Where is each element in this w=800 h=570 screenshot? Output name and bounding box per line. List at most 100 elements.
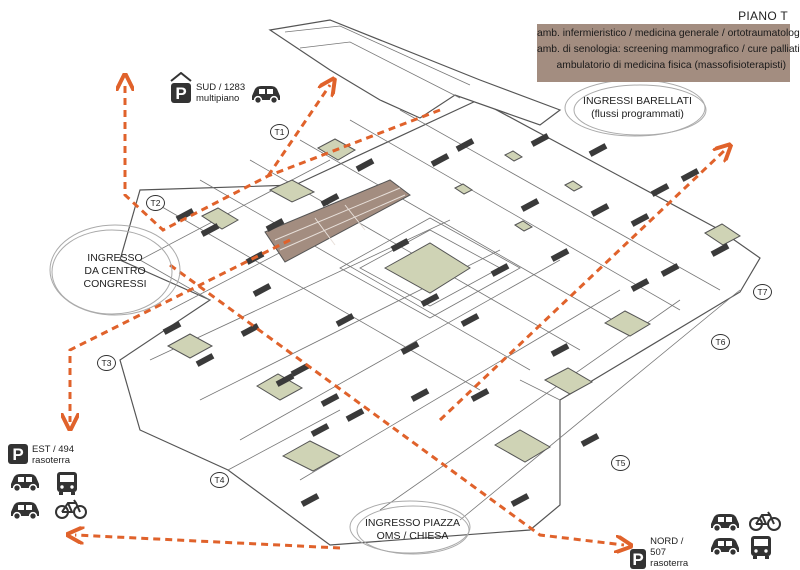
arrow-stretcher-entry	[438, 150, 725, 422]
service-core	[588, 143, 608, 157]
service-line-2: amb. di senologia: screening mammografic…	[537, 44, 800, 55]
bicycle-icon	[749, 511, 781, 531]
service-core	[520, 198, 540, 212]
congress-entrance-label: INGRESSO DA CENTRO CONGRESSI	[83, 252, 147, 290]
service-core	[320, 393, 340, 407]
courtyard-north-wing	[268, 179, 316, 203]
tower-label-t6: T6	[711, 334, 730, 350]
courtyard-east-wing	[543, 367, 594, 395]
service-core	[630, 213, 650, 227]
service-core	[550, 248, 570, 262]
service-core	[455, 138, 475, 152]
courtyard-t4	[281, 440, 342, 472]
service-line-1: amb. infermieristico / medicina generale…	[537, 28, 800, 39]
bus-icon	[57, 472, 77, 495]
service-core	[430, 153, 450, 167]
wall-line	[199, 179, 531, 371]
service-core	[580, 433, 600, 447]
service-core	[162, 321, 182, 335]
wall-line	[227, 409, 341, 471]
tower-label-t4: T4	[210, 472, 229, 488]
service-core	[650, 183, 670, 197]
piazza-entrance-label: INGRESSO PIAZZA OMS / CHIESA	[364, 517, 461, 542]
service-core	[195, 353, 215, 367]
service-core	[460, 313, 480, 327]
service-core	[400, 341, 420, 355]
service-core	[345, 408, 365, 422]
service-core	[710, 243, 730, 257]
floor-title: PIANO T	[738, 9, 788, 23]
courtyard-t6	[603, 310, 652, 337]
tower-label-t7: T7	[753, 284, 772, 300]
parking-sign: P	[630, 549, 647, 569]
service-core	[240, 323, 260, 337]
service-core	[630, 278, 650, 292]
arrow-north-parking	[169, 263, 624, 545]
wall-line	[519, 379, 561, 401]
service-core	[320, 193, 340, 207]
parking-south-type: multipiano	[196, 93, 240, 104]
service-core	[530, 133, 550, 147]
bicycle-icon	[55, 499, 87, 519]
wall-line	[349, 119, 681, 311]
wall-line	[299, 139, 631, 331]
tower-label-t5: T5	[611, 455, 630, 471]
arrow-south-parking	[125, 82, 441, 232]
service-core	[290, 363, 310, 377]
service-core	[590, 203, 610, 217]
parking-south: P SUD / 1283 multipiano	[170, 72, 283, 104]
parking-north-type: rasoterra	[650, 558, 689, 569]
roof-icon	[170, 72, 192, 82]
courtyard-t5	[494, 429, 551, 463]
car-icon	[252, 86, 281, 104]
parking-south-capacity: SUD / 1283	[196, 82, 246, 93]
car-icon	[11, 502, 39, 520]
wall-line	[459, 289, 741, 521]
service-core	[300, 493, 320, 507]
courtyard-west-wing	[256, 373, 304, 401]
service-core	[252, 283, 272, 297]
parking-east-type: rasoterra	[32, 455, 71, 466]
tower-label-t2: T2	[146, 195, 165, 211]
service-core	[490, 263, 510, 277]
courtyard-small-4	[514, 220, 533, 232]
service-core	[410, 388, 430, 402]
tower-label-t1: T1	[270, 124, 289, 140]
wall-line	[399, 109, 721, 291]
service-core	[200, 223, 220, 237]
service-core	[265, 218, 285, 232]
wall-line	[139, 159, 331, 261]
courtyard-t3	[166, 333, 214, 359]
courtyard-small-1	[454, 183, 473, 195]
service-core	[175, 208, 195, 222]
parking-north-capacity: NORD / 507	[650, 536, 684, 558]
service-core	[660, 263, 680, 277]
service-core	[510, 493, 530, 507]
car-icon	[711, 514, 739, 532]
arrow-east-parking	[70, 238, 291, 422]
service-core	[355, 158, 375, 172]
service-core	[390, 238, 410, 252]
wall-line	[139, 259, 211, 301]
vertical-cores	[162, 133, 730, 507]
services-legend: amb. infermieristico / medicina generale…	[537, 24, 800, 82]
courtyard-small-2	[504, 150, 523, 162]
service-core	[335, 313, 355, 327]
service-core	[310, 423, 330, 437]
tower-label-t3: T3	[97, 355, 116, 371]
courtyard-t7	[704, 223, 741, 246]
highlighted-service-wing	[264, 179, 411, 263]
parking-sign: P	[8, 444, 28, 464]
arrow-piazza-entry	[75, 535, 341, 550]
wall-line	[239, 259, 561, 441]
arrow-to-south-entrance	[266, 85, 330, 177]
service-core	[550, 343, 570, 357]
wall-line	[299, 289, 621, 481]
stretcher-entrance-label: INGRESSI BARELLATI (flussi programmati)	[583, 95, 692, 120]
service-core	[470, 388, 490, 402]
access-arrows	[70, 82, 725, 548]
service-core	[420, 293, 440, 307]
service-core	[680, 168, 700, 182]
